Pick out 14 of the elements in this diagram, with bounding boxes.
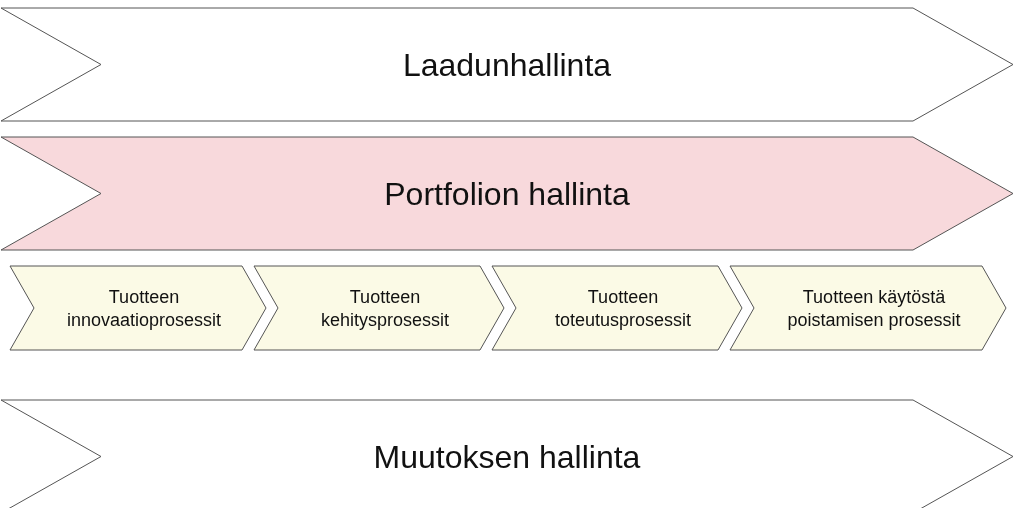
band-label: Muutoksen hallinta	[372, 437, 642, 477]
process-band	[1, 400, 1013, 508]
process-band	[1, 8, 1013, 121]
process-step	[730, 266, 1006, 350]
band-label: Tuotteen toteutusprosessit	[553, 285, 693, 331]
process-step	[492, 266, 742, 350]
process-step	[254, 266, 504, 350]
process-step	[10, 266, 266, 350]
band-label: Tuotteen käytöstä poistamisen prosessit	[786, 285, 962, 331]
band-label: Tuotteen kehitysprosessit	[319, 285, 451, 331]
band-label: Portfolion hallinta	[383, 174, 631, 214]
band-label: Tuotteen innovaatioprosessit	[65, 285, 223, 331]
process-band	[1, 137, 1013, 250]
band-label: Laadunhallinta	[401, 45, 613, 85]
